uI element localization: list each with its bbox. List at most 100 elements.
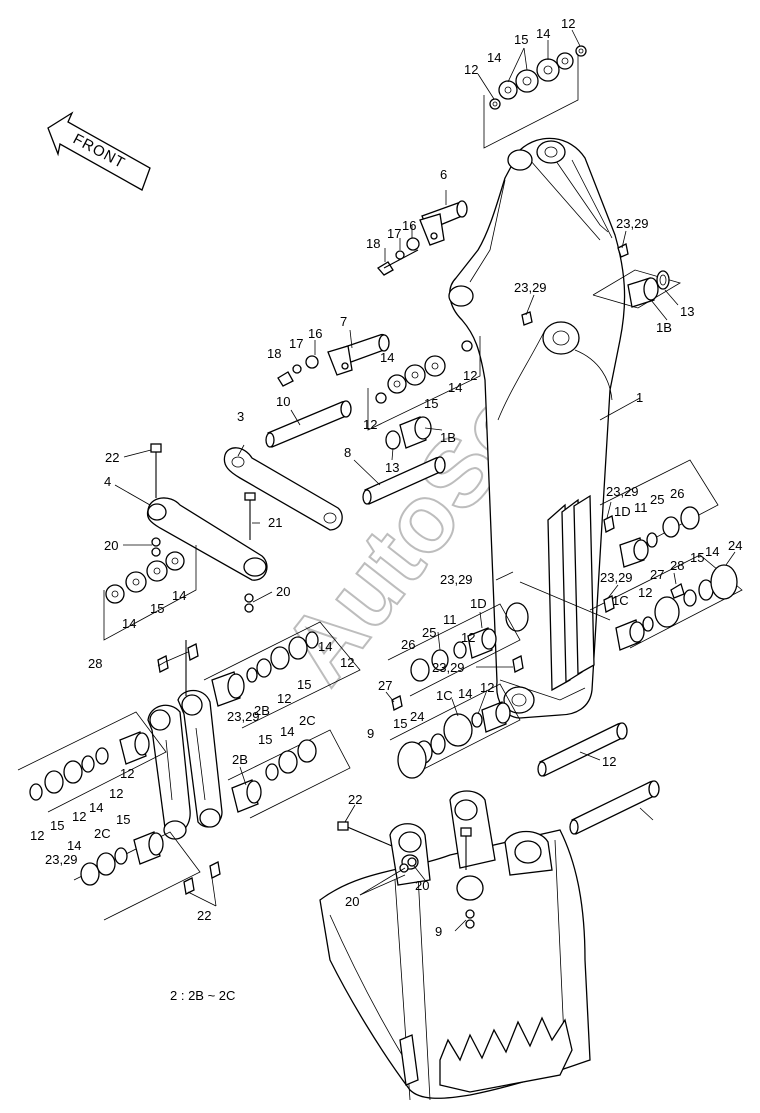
callout-labels: 12 14 15 14 12 6 16 17 18 23,29 23,29 1B… bbox=[30, 16, 742, 939]
callout-label: 12 bbox=[277, 691, 291, 706]
callout-label: 23,29 bbox=[616, 216, 649, 231]
callout-label: 7 bbox=[340, 314, 347, 329]
callout-label: 16 bbox=[402, 218, 416, 233]
callout-label: 1B bbox=[440, 430, 456, 445]
callout-label: 22 bbox=[105, 450, 119, 465]
mid-bush-stack bbox=[227, 729, 351, 819]
callout-label: 28 bbox=[670, 558, 684, 573]
callout-label: 15 bbox=[50, 818, 64, 833]
leader-lines bbox=[114, 29, 736, 932]
callout-label: 13 bbox=[680, 304, 694, 319]
callout-label: 12 bbox=[340, 655, 354, 670]
callout-label: 9 bbox=[367, 726, 374, 741]
callout-label: 14 bbox=[487, 50, 501, 65]
front-direction-arrow: FRONT bbox=[47, 111, 151, 191]
callout-label: 12 bbox=[480, 680, 494, 695]
callout-label: 1C bbox=[436, 688, 453, 703]
callout-label: 1B bbox=[656, 320, 672, 335]
left-washer-stack bbox=[103, 545, 197, 641]
upper-right-bushing bbox=[521, 243, 681, 326]
callout-label: 1D bbox=[470, 596, 487, 611]
callout-label: 12 bbox=[120, 766, 134, 781]
callout-label: 18 bbox=[267, 346, 281, 361]
callout-label: 12 bbox=[363, 417, 377, 432]
link-4 bbox=[146, 443, 268, 613]
callout-label: 23,29 bbox=[600, 570, 633, 585]
callout-label: 15 bbox=[258, 732, 272, 747]
center-lower-hardware bbox=[387, 603, 524, 779]
callout-label: 14 bbox=[705, 544, 719, 559]
callout-label: 25 bbox=[650, 492, 664, 507]
callout-label: 1 bbox=[636, 390, 643, 405]
callout-label: 23,29 bbox=[440, 572, 473, 587]
callout-label: 17 bbox=[289, 336, 303, 351]
middle-washer-stack bbox=[367, 336, 481, 450]
callout-label: 23,29 bbox=[514, 280, 547, 295]
callout-label: 12 bbox=[602, 754, 616, 769]
callout-label: 14 bbox=[172, 588, 186, 603]
callout-label: 22 bbox=[348, 792, 362, 807]
callout-label: 18 bbox=[366, 236, 380, 251]
callout-label: 15 bbox=[514, 32, 528, 47]
callout-label: 14 bbox=[458, 686, 472, 701]
callout-label: 2B bbox=[232, 752, 248, 767]
callout-label: 15 bbox=[116, 812, 130, 827]
callout-label: 14 bbox=[380, 350, 394, 365]
callout-label: 24 bbox=[410, 709, 424, 724]
callout-label: 12 bbox=[561, 16, 575, 31]
bottom-left-washer-stack bbox=[73, 831, 201, 921]
callout-label: 23,29 bbox=[45, 852, 78, 867]
callout-label: 4 bbox=[104, 474, 111, 489]
callout-label: 20 bbox=[345, 894, 359, 909]
callout-label: 1C bbox=[612, 593, 629, 608]
callout-label: 22 bbox=[197, 908, 211, 923]
callout-label: 15 bbox=[297, 677, 311, 692]
link-2 bbox=[147, 640, 223, 895]
pin-7-assembly bbox=[277, 329, 390, 387]
callout-label: 26 bbox=[401, 637, 415, 652]
callout-label: 27 bbox=[650, 567, 664, 582]
callout-label: 3 bbox=[237, 409, 244, 424]
callout-label: 11 bbox=[634, 500, 648, 515]
footnote: 2 : 2B ~ 2C bbox=[170, 988, 235, 1003]
callout-label: 2C bbox=[299, 713, 316, 728]
callout-label: 15 bbox=[690, 550, 704, 565]
callout-label: 14 bbox=[89, 800, 103, 815]
callout-label: 1D bbox=[614, 504, 631, 519]
callout-label: 2B bbox=[254, 703, 270, 718]
top-washer-stack bbox=[483, 45, 587, 149]
callout-label: 14 bbox=[280, 724, 294, 739]
callout-label: 26 bbox=[670, 486, 684, 501]
callout-label: 15 bbox=[150, 601, 164, 616]
lower-left-washer-stack bbox=[17, 711, 167, 813]
callout-label: 12 bbox=[109, 786, 123, 801]
callout-label: 23,29 bbox=[606, 484, 639, 499]
callout-label: 23,29 bbox=[432, 660, 465, 675]
callout-label: 11 bbox=[443, 612, 457, 627]
callout-label: 28 bbox=[88, 656, 102, 671]
callout-label: 14 bbox=[536, 26, 550, 41]
callout-label: 20 bbox=[415, 878, 429, 893]
callout-label: 12 bbox=[638, 585, 652, 600]
right-lower-hardware bbox=[589, 459, 743, 651]
callout-label: 14 bbox=[122, 616, 136, 631]
callout-label: 12 bbox=[464, 62, 478, 77]
callout-label: 24 bbox=[728, 538, 742, 553]
callout-label: 27 bbox=[378, 678, 392, 693]
callout-label: 15 bbox=[393, 716, 407, 731]
callout-label: 21 bbox=[268, 515, 282, 530]
callout-label: 12 bbox=[463, 368, 477, 383]
callout-label: 20 bbox=[276, 584, 290, 599]
callout-label: 12 bbox=[72, 809, 86, 824]
callout-label: 17 bbox=[387, 226, 401, 241]
link-2-upper-hardware bbox=[157, 621, 361, 729]
callout-label: 10 bbox=[276, 394, 290, 409]
callout-label: 14 bbox=[448, 380, 462, 395]
callout-label: 6 bbox=[440, 167, 447, 182]
pin-8 bbox=[362, 456, 446, 505]
callout-label: 14 bbox=[318, 639, 332, 654]
callout-label: 2C bbox=[94, 826, 111, 841]
pin-6-assembly bbox=[377, 190, 468, 276]
callout-label: 15 bbox=[424, 396, 438, 411]
